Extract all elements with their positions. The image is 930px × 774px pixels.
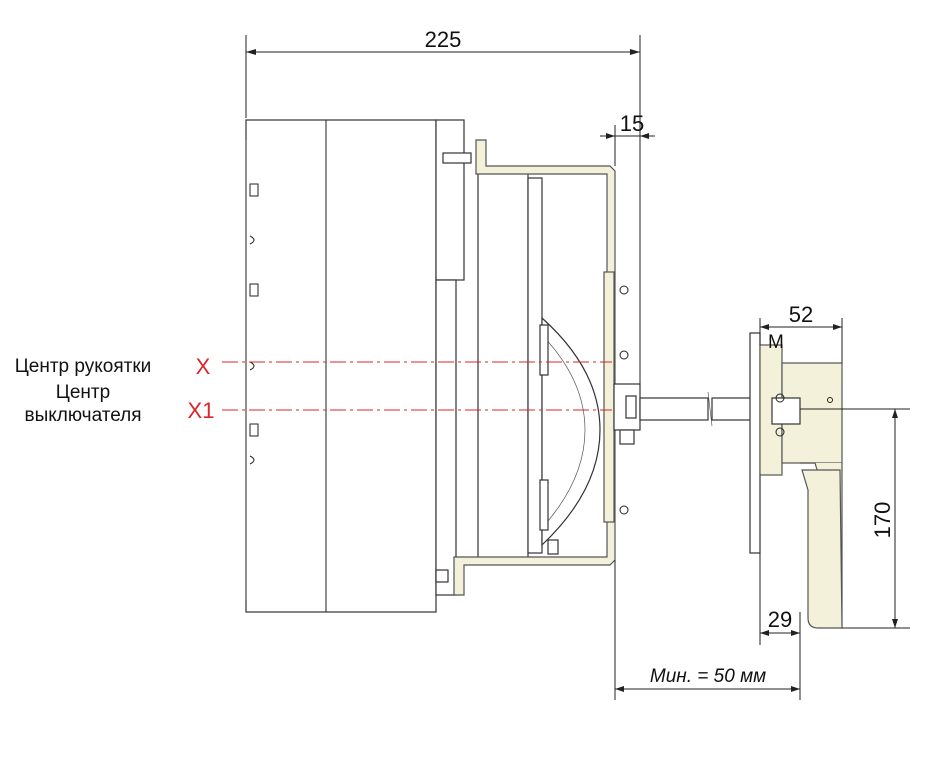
switch-front-mechanism bbox=[477, 169, 601, 561]
axis-x1-label: X1 bbox=[188, 398, 215, 423]
svg-text:52: 52 bbox=[789, 302, 813, 327]
dimension-handle-depth: 29 bbox=[759, 553, 801, 700]
svg-text:29: 29 bbox=[768, 607, 792, 632]
small-mark-label: M bbox=[768, 332, 784, 353]
svg-text:225: 225 bbox=[425, 27, 462, 52]
handle-center-label: Центр рукоятки bbox=[15, 356, 152, 377]
mounting-bracket bbox=[453, 139, 641, 596]
dimension-min-distance: Мин. = 50 мм bbox=[614, 560, 800, 700]
switch-body bbox=[245, 119, 472, 613]
switch-center-label-line2: выключателя bbox=[24, 405, 141, 426]
dimension-bracket-offset: 15 bbox=[600, 111, 655, 166]
switch-center-label-line1: Центр bbox=[56, 382, 110, 403]
svg-text:Мин. = 50 мм: Мин. = 50 мм bbox=[650, 666, 766, 687]
svg-text:15: 15 bbox=[620, 111, 644, 136]
dimension-overall-width: 225 bbox=[245, 27, 641, 385]
svg-text:170: 170 bbox=[870, 502, 895, 539]
door-handle: M bbox=[749, 332, 843, 629]
dimension-handle-width: 52 bbox=[759, 302, 843, 363]
axis-x-label: X bbox=[196, 354, 211, 379]
dimension-handle-length: 170 bbox=[800, 408, 910, 629]
